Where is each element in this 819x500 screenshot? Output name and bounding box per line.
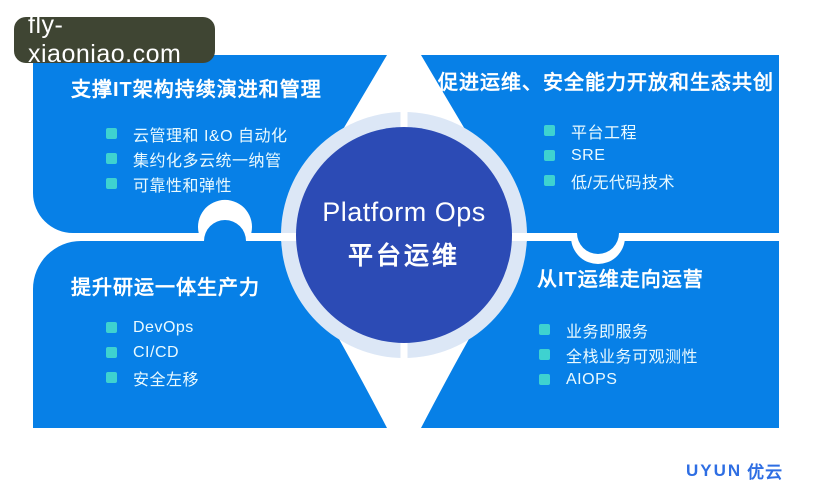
- logo-text-zh: 优云: [747, 463, 784, 482]
- bullet-square-icon: [106, 347, 117, 358]
- bullet-item: 集约化多云统一纳管: [106, 146, 387, 171]
- panel-bottom-right: 从IT运维走向运营 业务即服务 全栈业务可观测性 AIOPS: [421, 241, 779, 392]
- bullet-item: 平台工程: [544, 118, 779, 143]
- bullet-item: 业务即服务: [539, 317, 779, 342]
- center-title-zh: 平台运维: [347, 242, 460, 270]
- center-label: Platform Ops 平台运维: [294, 196, 514, 271]
- bullet-list: DevOps CI/CD 安全左移: [33, 315, 387, 390]
- bullet-list: 云管理和 I&O 自动化 集约化多云统一纳管 可靠性和弹性: [33, 121, 387, 196]
- panel-bottom-left: 提升研运一体生产力 DevOps CI/CD 安全左移: [33, 241, 387, 390]
- bullet-item: AIOPS: [539, 367, 779, 392]
- panel-title-bottom-left: 提升研运一体生产力: [71, 277, 260, 299]
- bullet-square-icon: [106, 178, 117, 189]
- bullet-list: 业务即服务 全栈业务可观测性 AIOPS: [421, 317, 779, 392]
- bullet-square-icon: [539, 324, 550, 335]
- bullet-square-icon: [106, 153, 117, 164]
- panel-title-top-left: 支撑IT架构持续演进和管理: [71, 79, 322, 101]
- bullet-item: 安全左移: [106, 365, 387, 390]
- bullet-square-icon: [544, 125, 555, 136]
- panel-title-bottom-right: 从IT运维走向运营: [537, 269, 704, 291]
- bullet-square-icon: [539, 374, 550, 385]
- panel-top-right: 促进运维、安全能力开放和生态共创 平台工程 SRE 低/无代码技术: [421, 55, 779, 193]
- bullet-square-icon: [106, 372, 117, 383]
- bullet-item: DevOps: [106, 315, 387, 340]
- bullet-item: SRE: [544, 143, 779, 168]
- bullet-item: 可靠性和弹性: [106, 171, 387, 196]
- uyun-logo: UYUN 优云: [686, 458, 783, 483]
- watermark-badge: fly-xiaoniao.com: [14, 11, 215, 68]
- center-title-en: Platform Ops: [322, 197, 486, 227]
- bullet-square-icon: [539, 349, 550, 360]
- bullet-item: 低/无代码技术: [544, 168, 779, 193]
- logo-text-en: UYUN: [686, 460, 743, 480]
- panel-title-top-right: 促进运维、安全能力开放和生态共创: [438, 72, 774, 94]
- bullet-list: 平台工程 SRE 低/无代码技术: [421, 118, 779, 193]
- bullet-square-icon: [544, 175, 555, 186]
- panel-top-left: 支撑IT架构持续演进和管理 云管理和 I&O 自动化 集约化多云统一纳管 可靠性…: [33, 55, 387, 196]
- bullet-square-icon: [544, 150, 555, 161]
- bullet-item: 云管理和 I&O 自动化: [106, 121, 387, 146]
- watermark-text: fly-xiaoniao.com: [28, 11, 182, 68]
- bullet-item: 全栈业务可观测性: [539, 342, 779, 367]
- center-circle: [296, 127, 512, 343]
- bullet-square-icon: [106, 128, 117, 139]
- bullet-square-icon: [106, 322, 117, 333]
- bullet-item: CI/CD: [106, 340, 387, 365]
